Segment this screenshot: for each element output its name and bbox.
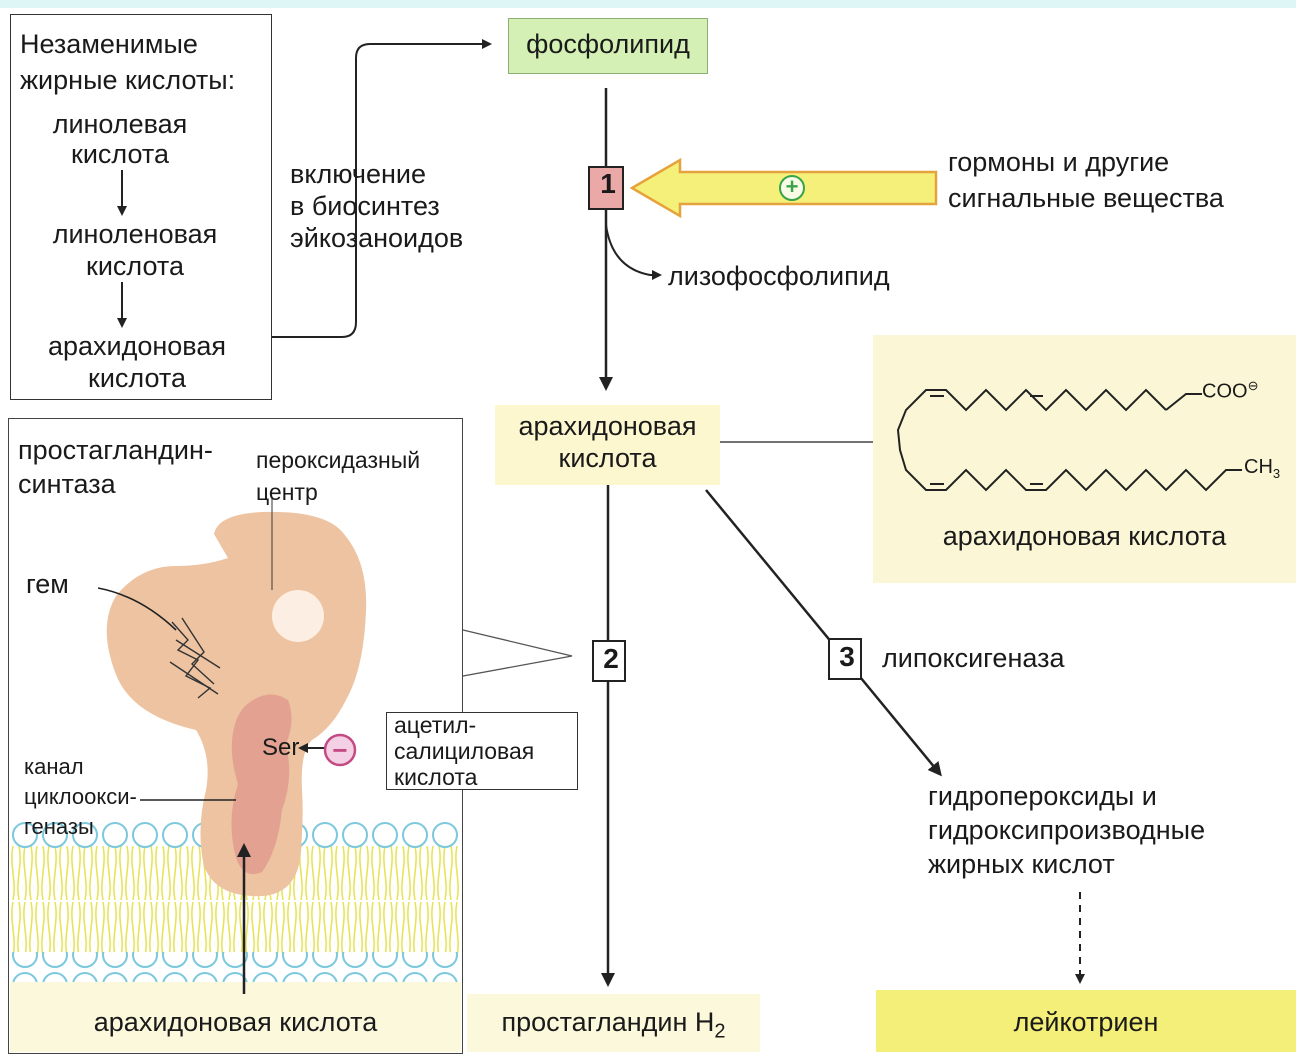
phospholipid-label: фосфолипид xyxy=(508,28,708,60)
heme-label: гем xyxy=(26,568,69,600)
plus-sign: + xyxy=(780,174,804,200)
arachidonic-left-line1: арахидоновая xyxy=(18,330,256,362)
hormones-line2: сигнальные вещества xyxy=(948,182,1224,214)
peroxidase-glow xyxy=(272,590,324,642)
channel-line2: циклоокси- xyxy=(24,782,137,812)
step1-label: 1 xyxy=(588,168,628,200)
essential-title-line2: жирные кислоты: xyxy=(20,64,235,96)
leukotriene-label: лейкотриен xyxy=(876,1006,1296,1038)
hormones-line1: гормоны и другие xyxy=(948,146,1169,178)
peroxidase-line1: пероксидазный xyxy=(256,446,420,474)
linolenic-line2: кислота xyxy=(20,250,250,282)
prostaglandin-label: простагландин H2 xyxy=(467,1006,760,1047)
channel-line1: канал xyxy=(24,752,84,782)
inclusion-line1: включение xyxy=(290,158,426,190)
lysophospholipid-label: лизофосфолипид xyxy=(668,260,890,292)
aspirin-line3: кислота xyxy=(394,764,477,790)
ch3-label: CH3 xyxy=(1244,456,1280,481)
hydroperoxides-line3: жирных кислот xyxy=(928,848,1115,880)
channel-line3: геназы xyxy=(24,812,94,842)
linoleic-line1: линолевая xyxy=(20,108,220,140)
arachidonic-left-line2: кислота xyxy=(18,362,256,394)
hydroperoxides-line2: гидроксипроизводные xyxy=(928,814,1205,846)
essential-title-line1: Незаменимые xyxy=(20,28,198,60)
aspirin-line1: ацетил- xyxy=(394,712,476,738)
ser-label: Ser xyxy=(262,734,299,762)
enzyme-bottom-label: арахидоновая кислота xyxy=(10,1006,461,1038)
step2-label: 2 xyxy=(592,643,630,675)
coo-label: COO⊖ xyxy=(1202,378,1258,404)
structure-caption: арахидоновая кислота xyxy=(873,520,1296,552)
step3-label: 3 xyxy=(828,641,866,673)
inclusion-line2: в биосинтез xyxy=(290,190,440,222)
membrane-heads-bottom xyxy=(10,952,461,982)
arachidonic-center-line2: кислота xyxy=(495,442,720,474)
linoleic-line2: кислота xyxy=(20,138,220,170)
zoom-wedge xyxy=(463,630,572,676)
arachidonic-center-line1: арахидоновая xyxy=(495,410,720,442)
inclusion-line3: эйкозаноидов xyxy=(290,222,463,254)
arachidonic-structure xyxy=(898,390,1242,490)
minus-sign: − xyxy=(328,735,352,766)
hydroperoxides-line1: гидропероксиды и xyxy=(928,780,1157,812)
enzyme-title-line1: простагландин- xyxy=(18,434,213,466)
enzyme-title-line2: синтаза xyxy=(18,468,116,500)
lipoxygenase-label: липоксигеназа xyxy=(882,642,1064,674)
linolenic-line1: линоленовая xyxy=(20,218,250,250)
lyso-branch xyxy=(606,225,660,275)
peroxidase-line2: центр xyxy=(256,478,318,506)
aspirin-line2: салициловая xyxy=(394,738,534,764)
